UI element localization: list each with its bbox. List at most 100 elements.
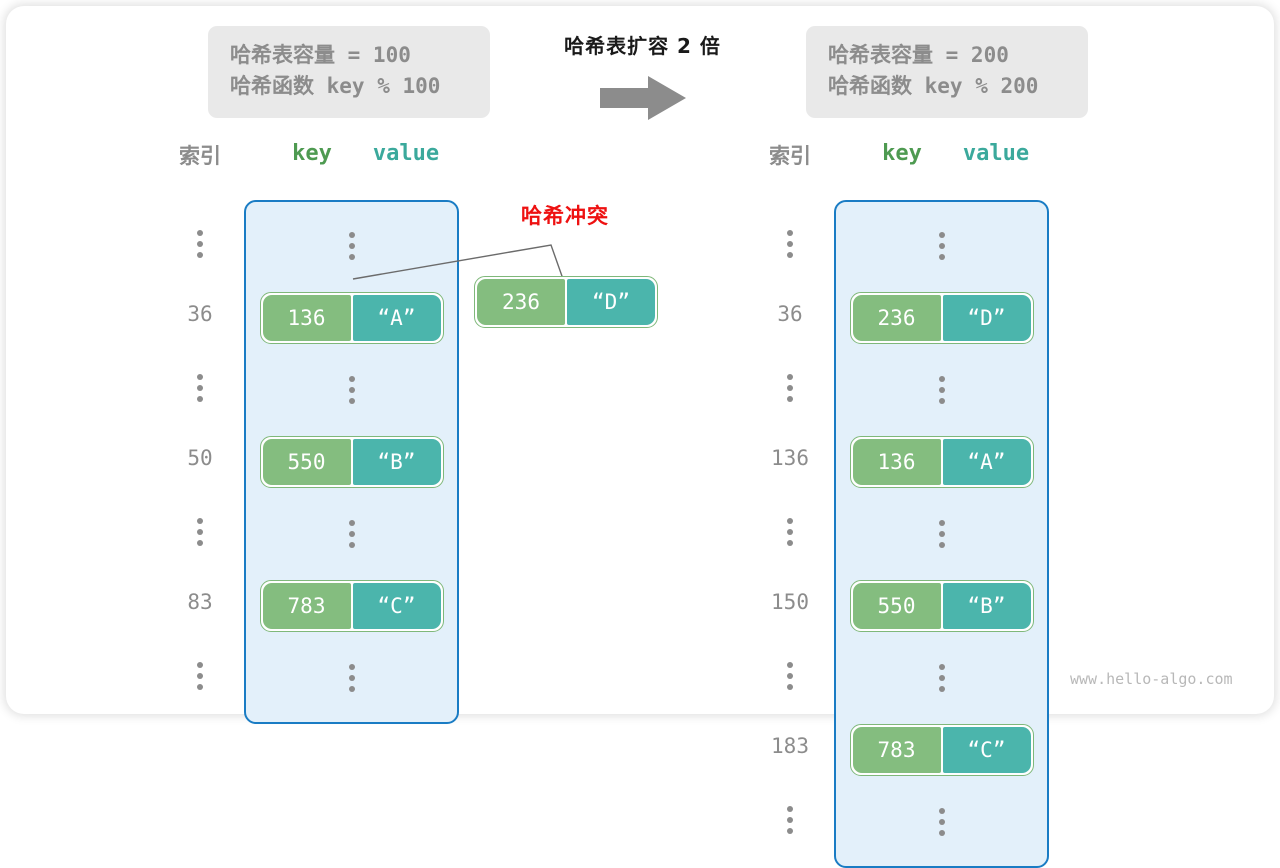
vertical-ellipsis-icon (938, 808, 945, 836)
capacity-expression: = 100 (335, 43, 411, 67)
key-cell: 550 (262, 439, 351, 485)
header-value: value (372, 141, 440, 166)
collision-label: 哈希冲突 (521, 204, 609, 228)
value-cell: “B” (352, 439, 441, 485)
index-label: 36 (187, 302, 213, 326)
value-cell: “D” (567, 279, 655, 325)
index-ellipsis (750, 662, 830, 690)
bucket-row-ellipsis (246, 498, 457, 570)
bucket-row-entry: 783“C” (836, 714, 1047, 786)
index-ellipsis (160, 230, 240, 258)
bucket-row-ellipsis (836, 354, 1047, 426)
header-key: key (882, 141, 922, 166)
capacity-label: 哈希表容量 (828, 43, 933, 67)
capacity-line-after: 哈希表容量 = 200 (828, 40, 1066, 71)
bucket-row-ellipsis (246, 642, 457, 714)
vertical-ellipsis-icon (787, 374, 793, 402)
bucket-row-ellipsis (836, 642, 1047, 714)
value-cell: “D” (942, 295, 1031, 341)
header-value: value (962, 141, 1030, 166)
key-cell: 783 (852, 727, 941, 773)
bucket-row-ellipsis (246, 354, 457, 426)
header-index: 索引 (179, 144, 221, 168)
hash-config-box-before: 哈希表容量 = 100 哈希函数 key % 100 (208, 26, 490, 118)
hash-function-expression: key % 100 (314, 74, 441, 98)
right-arrow-icon (600, 76, 686, 120)
hash-function-label: 哈希函数 (230, 74, 314, 98)
hash-function-expression: key % 200 (912, 74, 1039, 98)
bucket-row-ellipsis (246, 210, 457, 282)
hash-function-label: 哈希函数 (828, 74, 912, 98)
key-cell: 136 (262, 295, 351, 341)
vertical-ellipsis-icon (787, 230, 793, 258)
hash-config-box-after: 哈希表容量 = 200 哈希函数 key % 200 (806, 26, 1088, 118)
index-label: 150 (771, 590, 809, 614)
key-value-pair: 550“B” (849, 580, 1034, 632)
key-value-pair: 550“B” (259, 436, 444, 488)
vertical-ellipsis-icon (197, 230, 203, 258)
value-cell: “A” (942, 439, 1031, 485)
header-key: key (292, 141, 332, 166)
diagram-frame (6, 6, 1274, 714)
bucket-row-entry: 236“D” (836, 282, 1047, 354)
vertical-ellipsis-icon (787, 518, 793, 546)
vertical-ellipsis-icon (197, 518, 203, 546)
hash-function-line-before: 哈希函数 key % 100 (230, 71, 468, 102)
index-label: 36 (777, 302, 803, 326)
value-cell: “B” (942, 583, 1031, 629)
index-ellipsis (750, 806, 830, 834)
expand-caption: 哈希表扩容 2 倍 (564, 34, 721, 58)
vertical-ellipsis-icon (938, 232, 945, 260)
diagram-canvas: 哈希表容量 = 100 哈希函数 key % 100 哈希表扩容 2 倍 哈希表… (6, 6, 1274, 868)
key-value-pair: 783“C” (849, 724, 1034, 776)
key-cell: 783 (262, 583, 351, 629)
value-cell: “C” (942, 727, 1031, 773)
bucket-container: 136“A” 550“B” 783“C” (244, 200, 459, 724)
vertical-ellipsis-icon (938, 520, 945, 548)
index-ellipsis (750, 230, 830, 258)
header-index: 索引 (769, 144, 811, 168)
index-ellipsis (160, 374, 240, 402)
bucket-row-entry: 136“A” (246, 282, 457, 354)
key-value-pair: 136“A” (259, 292, 444, 344)
floating-entry: 236 “D” (474, 276, 658, 328)
vertical-ellipsis-icon (348, 232, 355, 260)
key-value-pair: 136“A” (849, 436, 1034, 488)
bucket-row-entry: 783“C” (246, 570, 457, 642)
bucket-row-ellipsis (836, 786, 1047, 858)
vertical-ellipsis-icon (348, 376, 355, 404)
bucket-container: 236“D” 136“A” 550“B” 783“C” (834, 200, 1049, 868)
value-cell: “A” (352, 295, 441, 341)
key-cell: 136 (852, 439, 941, 485)
index-label: 83 (187, 590, 213, 614)
key-value-pair: 783“C” (259, 580, 444, 632)
vertical-ellipsis-icon (348, 664, 355, 692)
value-cell: “C” (352, 583, 441, 629)
key-value-pair: 236 “D” (474, 276, 658, 328)
key-cell: 236 (852, 295, 941, 341)
key-cell: 236 (477, 279, 565, 325)
index-ellipsis (160, 518, 240, 546)
vertical-ellipsis-icon (938, 376, 945, 404)
vertical-ellipsis-icon (938, 664, 945, 692)
capacity-line-before: 哈希表容量 = 100 (230, 40, 468, 71)
capacity-label: 哈希表容量 (230, 43, 335, 67)
key-cell: 550 (852, 583, 941, 629)
bucket-row-entry: 550“B” (836, 570, 1047, 642)
index-label: 50 (187, 446, 213, 470)
bucket-row-entry: 550“B” (246, 426, 457, 498)
index-label: 183 (771, 734, 809, 758)
hash-function-line-after: 哈希函数 key % 200 (828, 71, 1066, 102)
watermark: www.hello-algo.com (1070, 670, 1233, 688)
vertical-ellipsis-icon (197, 374, 203, 402)
vertical-ellipsis-icon (787, 806, 793, 834)
index-ellipsis (750, 374, 830, 402)
key-value-pair: 236“D” (849, 292, 1034, 344)
bucket-row-entry: 136“A” (836, 426, 1047, 498)
index-label: 136 (771, 446, 809, 470)
capacity-expression: = 200 (933, 43, 1009, 67)
vertical-ellipsis-icon (348, 520, 355, 548)
bucket-row-ellipsis (836, 210, 1047, 282)
index-ellipsis (160, 662, 240, 690)
vertical-ellipsis-icon (787, 662, 793, 690)
